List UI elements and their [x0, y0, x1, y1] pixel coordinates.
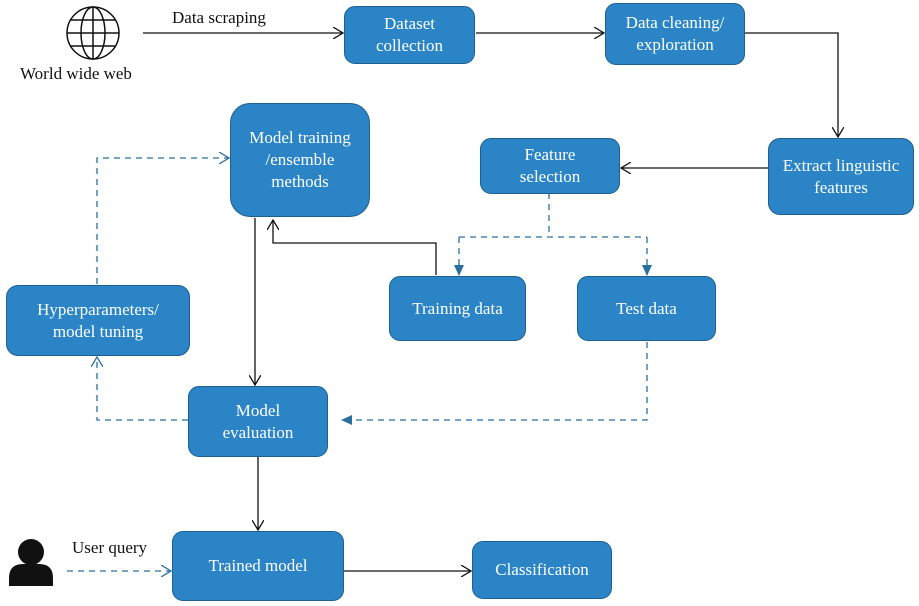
test-data-node: Test data [577, 276, 716, 341]
model-training-node: Model training /ensemble methods [230, 103, 370, 217]
data-scraping-label: Data scraping [172, 8, 266, 27]
data-cleaning-node: Data cleaning/ exploration [605, 3, 745, 65]
training-data-node: Training data [389, 276, 526, 341]
edge-test-to-evaluation [341, 342, 648, 425]
trained-model-node: Trained model [172, 531, 344, 601]
edge-hyperparameters-to-model [96, 158, 229, 284]
dataset-collection-node: Dataset collection [344, 6, 475, 64]
feature-selection-node: Feature selection [480, 138, 620, 194]
edge-evaluation-to-hyperparameters [97, 357, 188, 421]
globe-icon [66, 6, 120, 60]
hyperparameters-node: Hyperparameters/ model tuning [6, 285, 190, 356]
world-wide-web-label: World wide web [20, 64, 132, 83]
extract-linguistic-features-node: Extract linguistic features [768, 138, 914, 215]
dashed-connectors [67, 158, 652, 571]
solid-connectors [143, 33, 838, 571]
user-query-label: User query [72, 538, 148, 557]
user-icon [9, 539, 53, 586]
classification-node: Classification [472, 541, 612, 599]
edge-cleaning-to-extract [745, 32, 838, 137]
edge-training-data-to-model [273, 220, 437, 275]
model-evaluation-node: Model evaluation [188, 386, 328, 457]
